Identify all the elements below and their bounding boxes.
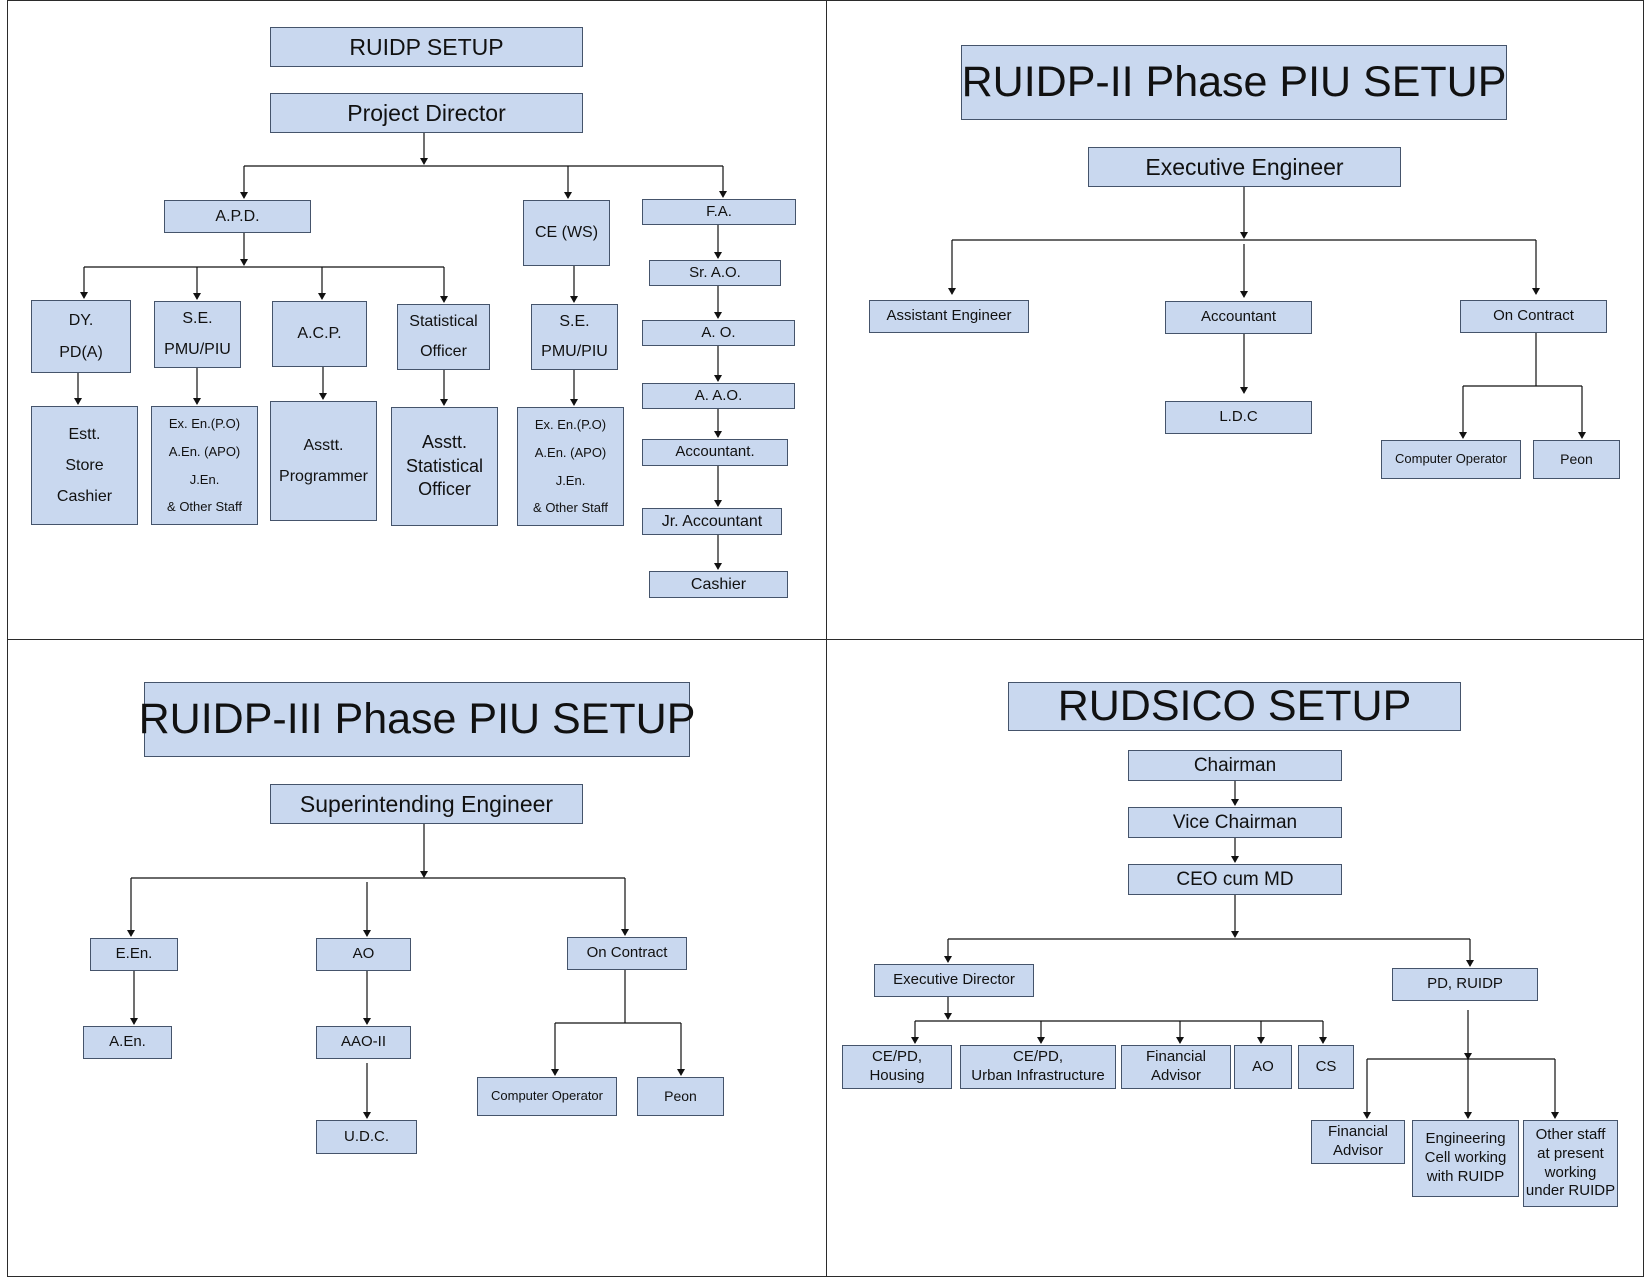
node-project-director: Project Director <box>270 93 583 133</box>
node-executive-director: Executive Director <box>874 964 1034 997</box>
node-cs: CS <box>1298 1045 1354 1089</box>
node-superintending-engineer: Superintending Engineer <box>270 784 583 824</box>
node-ce-ws: CE (WS) <box>523 200 610 266</box>
node-aao: A. A.O. <box>642 383 795 409</box>
node-se-pmu-piu-2: S.E.PMU/PIU <box>531 304 618 370</box>
ruidp-ii-title: RUIDP-II Phase PIU SETUP <box>961 45 1507 120</box>
node-jr-accountant: Jr. Accountant <box>642 508 782 535</box>
node-se-pmu-piu-1: S.E.PMU/PIU <box>154 301 241 368</box>
node-exen-staff-1: Ex. En.(P.O)A.En. (APO)J.En.& Other Staf… <box>151 406 258 525</box>
node-executive-engineer: Executive Engineer <box>1088 147 1401 187</box>
node-udc: U.D.C. <box>316 1120 417 1154</box>
node-ce-pd-urban-infrastructure: CE/PD,Urban Infrastructure <box>960 1045 1116 1089</box>
node-chairman: Chairman <box>1128 750 1342 781</box>
node-dy-pd-a: DY.PD(A) <box>31 300 131 373</box>
node-vice-chairman: Vice Chairman <box>1128 807 1342 838</box>
node-sr-ao: Sr. A.O. <box>649 260 781 286</box>
node-ce-pd-housing: CE/PD,Housing <box>842 1045 952 1089</box>
node-ao-rudsico: AO <box>1234 1045 1292 1089</box>
node-asstt-programmer: Asstt.Programmer <box>270 401 377 521</box>
node-een: E.En. <box>90 938 178 971</box>
node-peon-iii: Peon <box>637 1077 724 1116</box>
node-computer-operator-iii: Computer Operator <box>477 1077 617 1116</box>
node-aao-ii: AAO-II <box>316 1026 411 1059</box>
node-accountant-fa: Accountant. <box>642 439 788 466</box>
node-aen: A.En. <box>83 1026 172 1059</box>
node-exen-staff-2: Ex. En.(P.O)A.En. (APO)J.En.& Other Staf… <box>517 407 624 526</box>
node-cashier: Cashier <box>649 571 788 598</box>
node-ao-iii: AO <box>316 938 411 971</box>
node-assistant-engineer: Assistant Engineer <box>869 300 1029 333</box>
node-ceo-cum-md: CEO cum MD <box>1128 864 1342 895</box>
node-apd: A.P.D. <box>164 200 311 233</box>
node-peon-ii: Peon <box>1533 440 1620 479</box>
node-on-contract-iii: On Contract <box>567 937 687 970</box>
rudsico-title: RUDSICO SETUP <box>1008 682 1461 731</box>
node-acp: A.C.P. <box>272 301 367 367</box>
node-accountant-ii: Accountant <box>1165 301 1312 334</box>
node-ldc: L.D.C <box>1165 401 1312 434</box>
node-on-contract-ii: On Contract <box>1460 300 1607 333</box>
ruidp-iii-title: RUIDP-III Phase PIU SETUP <box>139 682 695 757</box>
node-ao: A. O. <box>642 320 795 346</box>
node-fa: F.A. <box>642 199 796 225</box>
node-computer-operator-ii: Computer Operator <box>1381 440 1521 479</box>
ruidp-setup-title: RUIDP SETUP <box>270 27 583 67</box>
node-pd-ruidp: PD, RUIDP <box>1392 968 1538 1001</box>
